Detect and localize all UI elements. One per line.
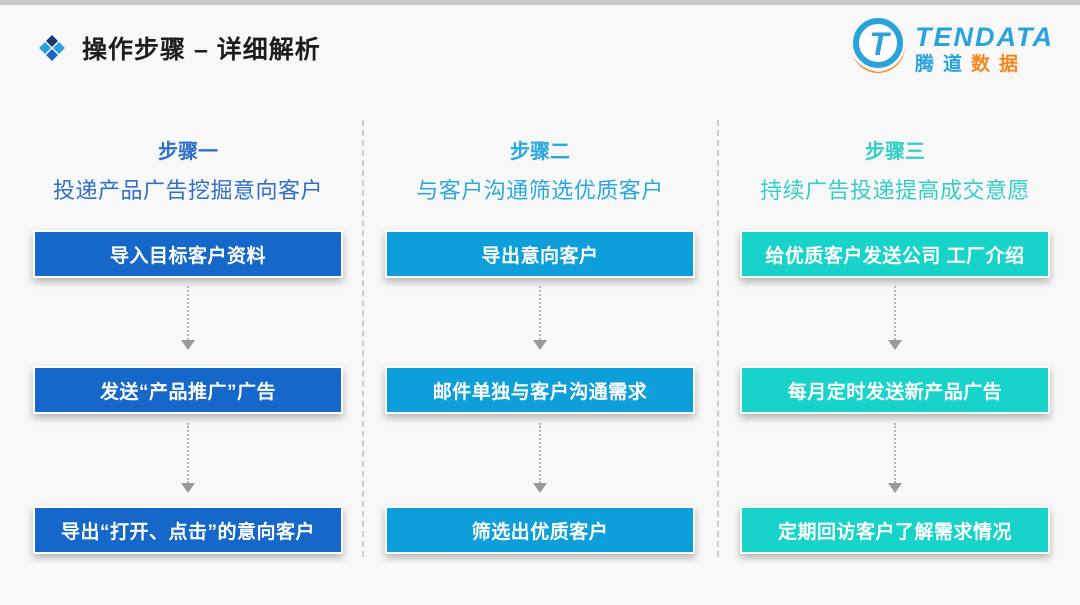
down-arrow-line [894, 286, 896, 340]
step3-box-1: 给优质客户发送公司 工厂介绍 [740, 230, 1050, 278]
svg-text:T: T [869, 26, 891, 62]
step3-box-3: 定期回访客户了解需求情况 [740, 506, 1050, 554]
step1-box-3: 导出“打开、点击”的意向客户 [33, 506, 343, 554]
brand-cn-orange: 数据 [971, 54, 1028, 76]
step2-box-2: 邮件单独与客户沟通需求 [385, 366, 695, 414]
column-divider [717, 120, 719, 557]
tendata-logo: T TENDATA 腾道数据 [849, 16, 1054, 83]
step1-box-1: 导入目标客户资料 [33, 230, 343, 278]
step2-box-3: 筛选出优质客户 [385, 506, 695, 554]
step2-subtitle: 与客户沟通筛选优质客户 [416, 178, 664, 203]
down-arrow-icon [181, 340, 195, 350]
step3-box-2: 每月定时发送新产品广告 [740, 366, 1050, 414]
brand-name-cn: 腾道数据 [915, 54, 1028, 76]
down-arrow-icon [533, 483, 547, 493]
step1-box-2: 发送“产品推广”广告 [33, 366, 343, 414]
diamond-cluster-icon [38, 34, 66, 62]
down-arrow-icon [888, 340, 902, 350]
step2-box-1: 导出意向客户 [385, 230, 695, 278]
brand-name-en: TENDATA [915, 21, 1054, 52]
step3-subtitle: 持续广告投递提高成交意愿 [759, 178, 1030, 203]
down-arrow-line [187, 423, 189, 483]
down-arrow-line [539, 286, 541, 340]
down-arrow-line [894, 423, 896, 483]
step3-title: 步骤三 [865, 141, 925, 163]
step-column-1: 步骤一 投递产品广告挖掘意向客户 导入目标客户资料 发送“产品推广”广告 导出“… [33, 135, 343, 554]
down-arrow-icon [533, 340, 547, 350]
brand-cn-blue: 腾道 [915, 54, 972, 76]
down-arrow-line [539, 423, 541, 483]
step-column-2: 步骤二 与客户沟通筛选优质客户 导出意向客户 邮件单独与客户沟通需求 筛选出优质… [385, 135, 695, 554]
down-arrow-icon [888, 483, 902, 493]
tendata-logo-icon: T [849, 16, 909, 83]
step-column-3: 步骤三 持续广告投递提高成交意愿 给优质客户发送公司 工厂介绍 每月定时发送新产… [740, 135, 1050, 554]
column-divider [362, 120, 364, 557]
down-arrow-icon [181, 483, 195, 493]
tendata-logo-text: TENDATA 腾道数据 [915, 21, 1054, 77]
page-title: 操作步骤 – 详细解析 [82, 36, 321, 64]
step2-title: 步骤二 [510, 141, 570, 163]
slide-header: 操作步骤 – 详细解析 [38, 30, 321, 66]
step1-subtitle: 投递产品广告挖掘意向客户 [52, 178, 323, 203]
down-arrow-line [187, 286, 189, 340]
top-border-strip [0, 0, 1080, 5]
step1-title: 步骤一 [158, 141, 218, 163]
